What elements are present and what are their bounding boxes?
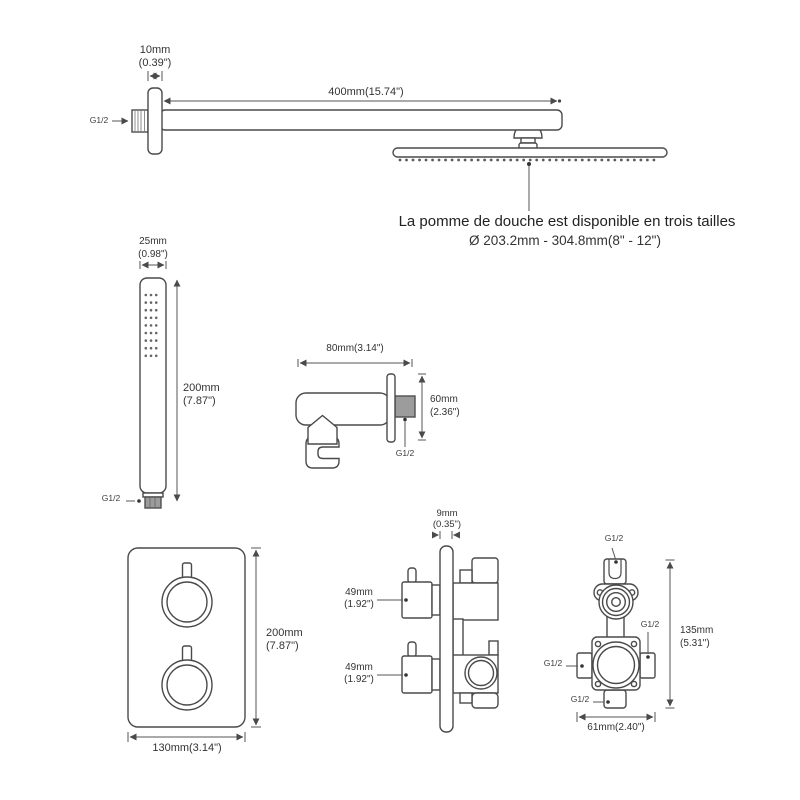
rough-height-label-in: (5.31") [680, 638, 710, 649]
side-knob-bottom [401, 641, 441, 694]
valve-trim-assembly [127, 547, 246, 728]
rough-port-top-label: G1/2 [604, 533, 624, 543]
valve-trim-dimensions [127, 547, 261, 742]
arm-thread-label: G1/2 [89, 115, 109, 125]
outlet-thread-label: G1/2 [395, 448, 415, 458]
side-valve-body [452, 557, 499, 709]
trim-width-label: 130mm(3.14") [152, 742, 222, 754]
hand-shower-thread [144, 496, 162, 509]
outlet-body [295, 392, 391, 426]
head-note-line1: La pomme de douche est disponible en tro… [398, 213, 736, 230]
outlet-hook-top [307, 414, 338, 445]
side-depth-label-in: (0.35") [432, 519, 462, 530]
rough-upper-valve [593, 583, 639, 620]
outlet-height-label-in: (2.36") [430, 407, 460, 418]
shower-arm-assembly [131, 87, 668, 162]
rough-height-label-mm: 135mm [680, 625, 714, 636]
rough-bottom-port [603, 689, 627, 709]
side-knob1-label-mm: 49mm [345, 587, 373, 598]
rough-lower-valve [591, 636, 641, 691]
side-knob2-label-mm: 49mm [345, 662, 373, 673]
wand-length-label-mm: 200mm [183, 382, 220, 394]
hand-shower-assembly [139, 277, 167, 509]
trim-height-label-in: (7.87") [266, 640, 299, 652]
outlet-thread [394, 395, 416, 418]
rough-valve-assembly [576, 558, 656, 709]
rough-valve-dimensions [566, 547, 675, 722]
outlet-width-label: 80mm(3.14") [326, 343, 384, 354]
rough-left-port [576, 652, 593, 679]
side-knob1-label-in: (1.92") [344, 599, 374, 610]
side-knob2-label-in: (1.92") [344, 674, 374, 685]
trim-knob-top [161, 562, 213, 628]
trim-height-label-mm: 200mm [266, 627, 303, 639]
hand-shower-dimensions [126, 261, 181, 503]
rough-port-left-label: G1/2 [543, 658, 563, 668]
outlet-height-label-mm: 60mm [430, 394, 458, 405]
wand-width-label-mm: 25mm [139, 236, 167, 247]
arm-thread [131, 109, 149, 133]
side-knob-top [401, 567, 441, 619]
shower-arm [159, 109, 563, 131]
wall-outlet-assembly [295, 373, 416, 469]
side-depth-label-mm: 9mm [436, 508, 458, 519]
wall-outlet-dimensions [297, 359, 426, 447]
rough-top-callout [611, 547, 616, 560]
trim-knob-bottom [161, 645, 213, 711]
wand-thread-label: G1/2 [101, 493, 121, 503]
shower-head [392, 147, 668, 158]
head-note-line2: Ø 203.2mm - 304.8mm(8" - 12") [469, 233, 661, 248]
rough-port-right-label: G1/2 [640, 619, 660, 629]
wand-length-label-in: (7.87") [183, 395, 216, 407]
rough-port-bottom-label: G1/2 [570, 694, 590, 704]
outlet-hook [305, 436, 340, 469]
arm-width-label-in: (0.39") [138, 57, 172, 69]
arm-flange [147, 87, 163, 155]
shower-arm-dimensions [112, 71, 562, 211]
valve-side-assembly [401, 545, 499, 733]
outlet-wall-plate [386, 373, 396, 443]
side-plate [439, 545, 454, 733]
head-note-callout-dot [527, 162, 531, 166]
wand-width-label-in: (0.98") [138, 249, 168, 260]
arm-length-label: 400mm(15.74") [328, 86, 404, 98]
rough-width-label: 61mm(2.40") [587, 722, 645, 733]
hand-shower-body [139, 277, 167, 494]
valve-side-dimensions [377, 531, 461, 677]
trim-plate [127, 547, 246, 728]
arm-width-label-mm: 10mm [139, 44, 171, 56]
